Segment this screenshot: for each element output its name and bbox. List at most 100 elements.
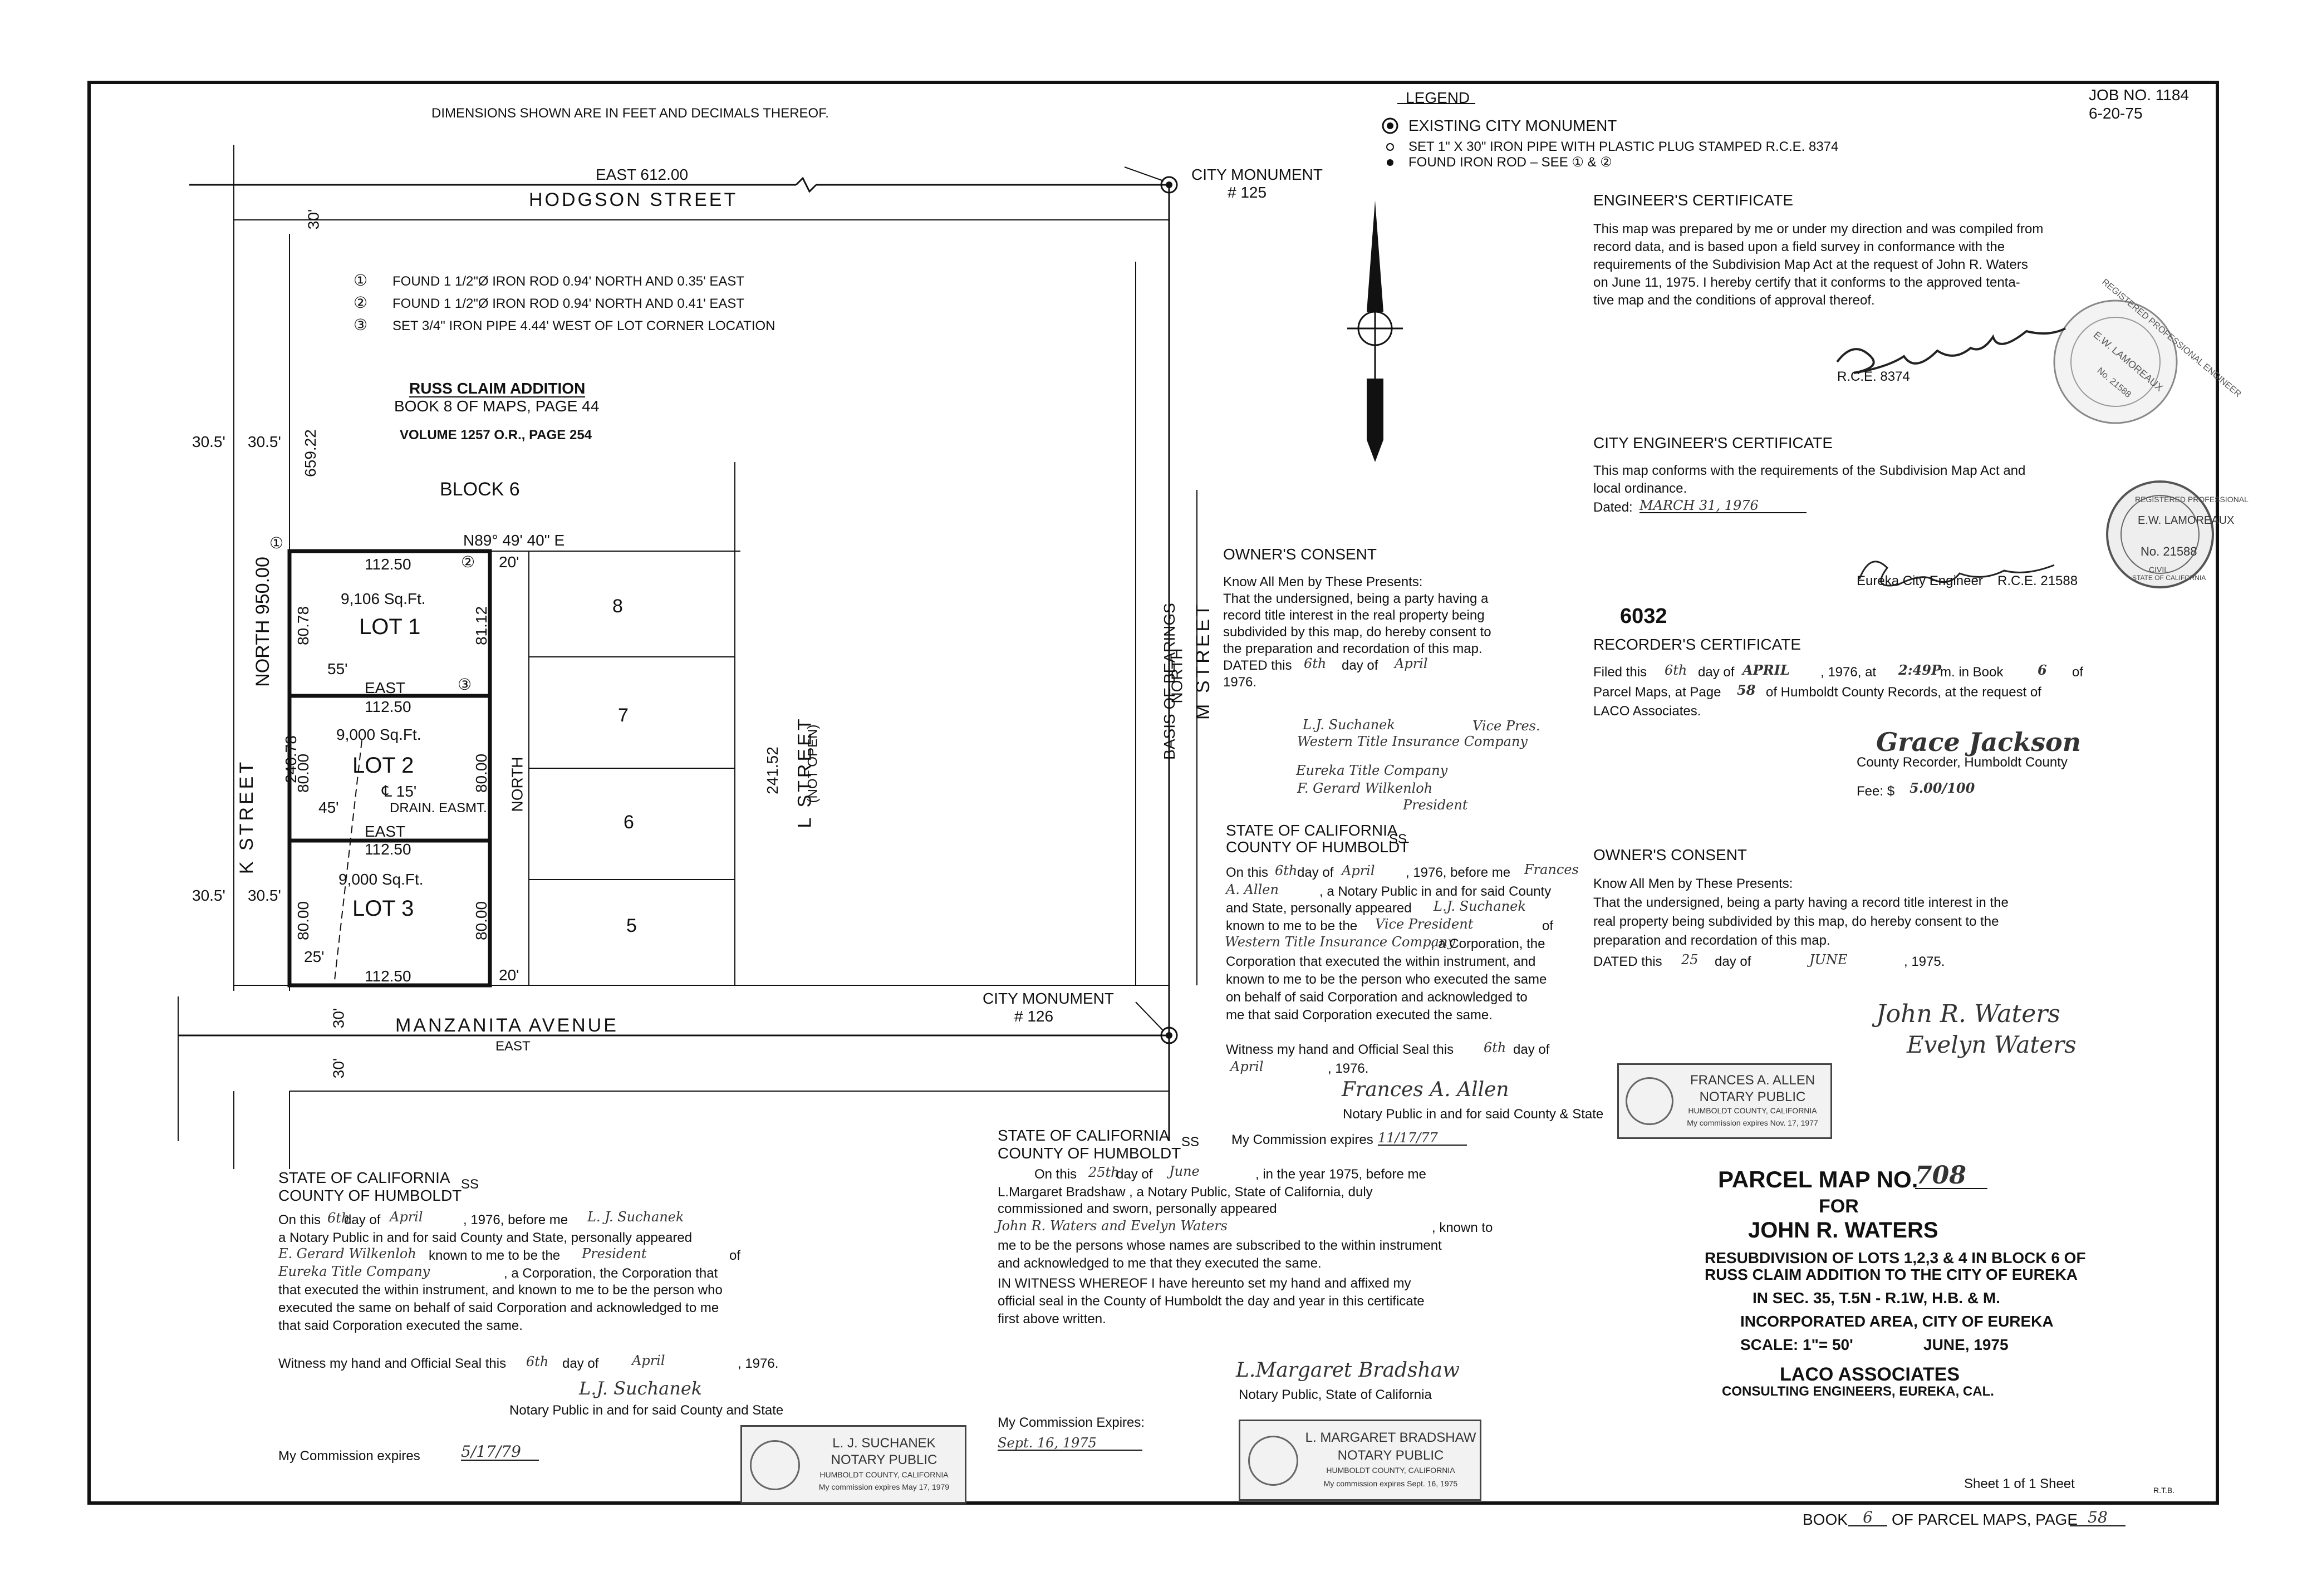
recorder-in-book: m. in Book [1940, 665, 2004, 680]
monument-note-2-marker: ② [461, 553, 475, 571]
notary-left-l2: a Notary Public in and for said County a… [278, 1230, 693, 1245]
lot-2-top-dim: 112.50 [365, 698, 411, 715]
notary-seal-allen-title: NOTARY PUBLIC [1699, 1089, 1806, 1104]
recorder-year: , 1976, at [1820, 665, 1877, 680]
recorder-records-text: of Humboldt County Records, at the reque… [1766, 685, 2041, 700]
notary-mid-expires-label: My Commission expires [1231, 1132, 1373, 1147]
lot-2-name: LOT 2 [352, 753, 414, 778]
engineer-cert-line-1: This map was prepared by me or under my … [1593, 222, 2044, 237]
owner-consent-mid-sig2-company: Eureka Title Company [1296, 763, 1448, 778]
monument-note-3-marker: ③ [458, 676, 472, 693]
city-engineer-signature [1858, 561, 2055, 587]
hodgson-street-dimension: EAST 612.00 [596, 166, 689, 183]
notary-center-l1c: day of [1116, 1167, 1153, 1182]
notary-left-expires-value: 5/17/79 [461, 1444, 539, 1461]
notary-left-witness-c: day of [562, 1356, 599, 1371]
lot-7-label: 7 [618, 705, 629, 726]
lot-1-right-dim: 81.12 [473, 606, 490, 646]
lot-8-label: 8 [612, 596, 623, 617]
lot-2-area: 9,000 Sq.Ft. [336, 726, 421, 743]
notary-center-rest-2: and acknowledged to me that they execute… [998, 1256, 1322, 1271]
owner-consent-right-dayof: day of [1715, 954, 1751, 969]
sheet-count: Sheet 1 of 1 Sheet [1964, 1476, 2075, 1491]
city-engineer-cert-title: CITY ENGINEER'S CERTIFICATE [1593, 434, 1833, 451]
owner-consent-right-year: , 1975. [1904, 954, 1945, 969]
m-street-label: M STREET [1192, 602, 1214, 720]
city-seal-line-3: No. 21588 [2141, 544, 2197, 558]
block-label: BLOCK 6 [440, 479, 520, 500]
recorder-signature: Grace Jackson [1876, 727, 2082, 757]
notary-center-rest-4: official seal in the County of Humboldt … [998, 1294, 1425, 1309]
notary-left-l1c: day of [344, 1212, 381, 1227]
notary-mid-l3b: L.J. Suchanek [1434, 898, 1526, 914]
notary-mid-l1c: day of [1297, 865, 1334, 880]
owner-consent-mid-sig2: F. Gerard Wilkenloh [1297, 780, 1433, 796]
notary-left-l1a: On this [278, 1212, 321, 1227]
notary-seal-suchanek-title: NOTARY PUBLIC [831, 1452, 937, 1467]
owner-consent-right-line-3: real property being subdivided by this m… [1593, 914, 1999, 929]
notary-mid-sign-label: Notary Public in and for said County & S… [1343, 1107, 1604, 1122]
notary-mid-l5b: , a Corporation, the [1431, 936, 1545, 951]
lot-5-label: 5 [626, 915, 637, 936]
notary-left-ss: SS [461, 1177, 479, 1192]
notary-left-rest-2: executed the same on behalf of said Corp… [278, 1300, 719, 1315]
city-monument-125-number: # 125 [1228, 184, 1267, 201]
addition-book: BOOK 8 OF MAPS, PAGE 44 [394, 397, 600, 415]
m-street-north-label: NORTH [1168, 648, 1186, 704]
owner-consent-right-dated: DATED this [1593, 954, 1662, 969]
lot-2-right-dim: 80.00 [473, 753, 490, 793]
city-engineer-cert-line-1: This map conforms with the requirements … [1593, 463, 2026, 478]
owner-consent-mid-sig2-title: President [1403, 797, 1468, 813]
notary-left-witness-d: April [632, 1353, 665, 1368]
manzanita-avenue-dim: EAST [495, 1039, 531, 1054]
note-2-text: FOUND 1 1/2"Ø IRON ROD 0.94' NORTH AND 0… [392, 296, 745, 311]
notary-center-l1a: On this [1034, 1167, 1077, 1182]
notary-left-witness-a: Witness my hand and Official Seal this [278, 1356, 507, 1371]
notary-mid-l1a: On this [1226, 865, 1269, 880]
notary-center-signature: L.Margaret Bradshaw [1236, 1359, 1460, 1382]
lot-2-north-label: NORTH [508, 757, 526, 812]
notary-left-rest-1: that executed the within instrument, and… [278, 1283, 723, 1298]
notary-left-signature: L.J. Suchanek [579, 1378, 703, 1399]
notary-center-expires-label: My Commission Expires: [998, 1415, 1145, 1430]
notary-mid-l4b: Vice President [1375, 916, 1474, 932]
owner-consent-mid-dayof: day of [1342, 658, 1378, 673]
notary-mid-state: STATE OF CALIFORNIA [1226, 822, 1398, 839]
engineer-cert-line-5: tive map and the conditions of approval … [1593, 293, 1875, 308]
footer-book-number: 6 [1848, 1510, 1887, 1526]
notary-mid-signature: Frances A. Allen [1342, 1078, 1509, 1101]
lot-3-offset-dim: 25' [304, 948, 325, 965]
notary-mid-witness-c: day of [1513, 1042, 1550, 1057]
manzanita-avenue-label: MANZANITA AVENUE [395, 1015, 619, 1036]
city-seal-line-5: STATE OF CALIFORNIA [2132, 574, 2206, 582]
owner-consent-mid-year: 1976. [1223, 675, 1257, 690]
note-2-number: ② [354, 294, 368, 311]
footer-page-number: 58 [2070, 1510, 2126, 1526]
notary-mid-l4a: known to me to be the [1226, 919, 1358, 934]
lot-3-name: LOT 3 [352, 896, 414, 921]
addition-volume: VOLUME 1257 O.R., PAGE 254 [400, 428, 592, 443]
legend-item-2: SET 1" X 30" IRON PIPE WITH PLASTIC PLUG… [1408, 139, 1839, 154]
city-monument-126-number: # 126 [1014, 1008, 1054, 1025]
notary-left-l1f: L. J. Suchanek [587, 1209, 684, 1225]
title-desc-2: RUSS CLAIM ADDITION TO THE CITY OF EUREK… [1705, 1266, 2078, 1283]
title-for: FOR [1819, 1196, 1859, 1217]
notary-seal-suchanek-name: L. J. SUCHANEK [832, 1436, 936, 1451]
k-street-width-left-bottom: 30.5' [192, 887, 225, 904]
engineer-cert-line-4: on June 11, 1975. I hereby certify that … [1593, 275, 2020, 290]
k-street-width-left-top: 30.5' [192, 433, 225, 450]
hodgson-width-dim: 30' [305, 209, 322, 230]
hodgson-street-label: HODGSON STREET [529, 189, 738, 210]
lot-2-left-dim: 80.00 [294, 753, 312, 793]
job-number: JOB NO. 1184 [2089, 86, 2190, 104]
engineer-seal-top [2053, 299, 2178, 424]
title-scale: SCALE: 1"= 50' [1740, 1336, 1853, 1353]
drafter-initials: R.T.B. [2153, 1486, 2175, 1495]
notary-seal-allen: FRANCES A. ALLEN NOTARY PUBLIC HUMBOLDT … [1617, 1063, 1832, 1139]
owner-signature-john: John R. Waters [1876, 1000, 2060, 1028]
recorder-fee-label: Fee: $ [1857, 784, 1895, 799]
notary-seal-allen-exp: My commission expires Nov. 17, 1977 [1687, 1118, 1818, 1127]
lot-6-label: 6 [624, 812, 634, 833]
notary-left-l4b: , a Corporation, the Corporation that [504, 1266, 718, 1281]
